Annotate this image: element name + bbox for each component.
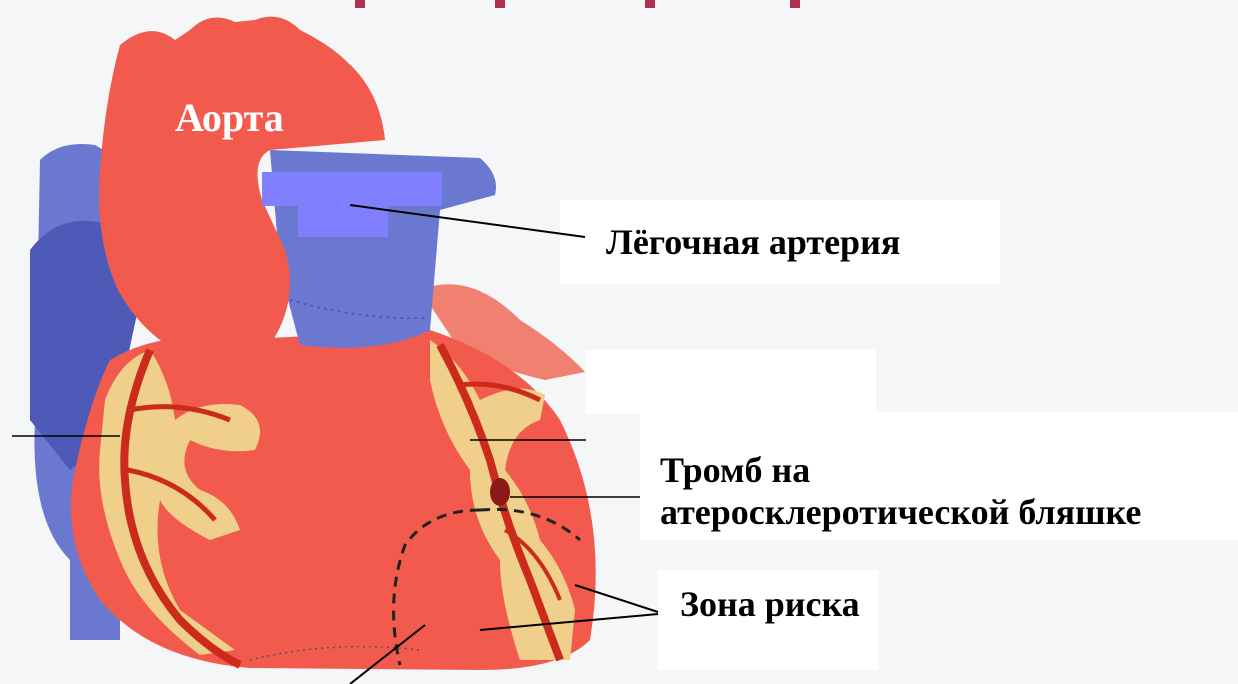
label-pulmonary-artery: Лёгочная артерия [606,224,900,262]
label-thrombus-line2: атеросклеротической бляшке [660,494,1141,532]
thrombus-mark [490,478,510,506]
top-mark-3 [645,0,655,8]
highlight-box-bottom [298,205,388,237]
label-aorta: Аорта [175,97,284,139]
top-mark-1 [355,0,365,8]
highlight-box-top [262,172,442,206]
top-mark-2 [495,0,505,8]
top-mark-4 [790,0,800,8]
label-thrombus-line1: Тромб на [660,452,1141,490]
label-risk-zone: Зона риска [680,586,860,624]
label-thrombus: Тромб на атеросклеротической бляшке [660,452,1141,532]
